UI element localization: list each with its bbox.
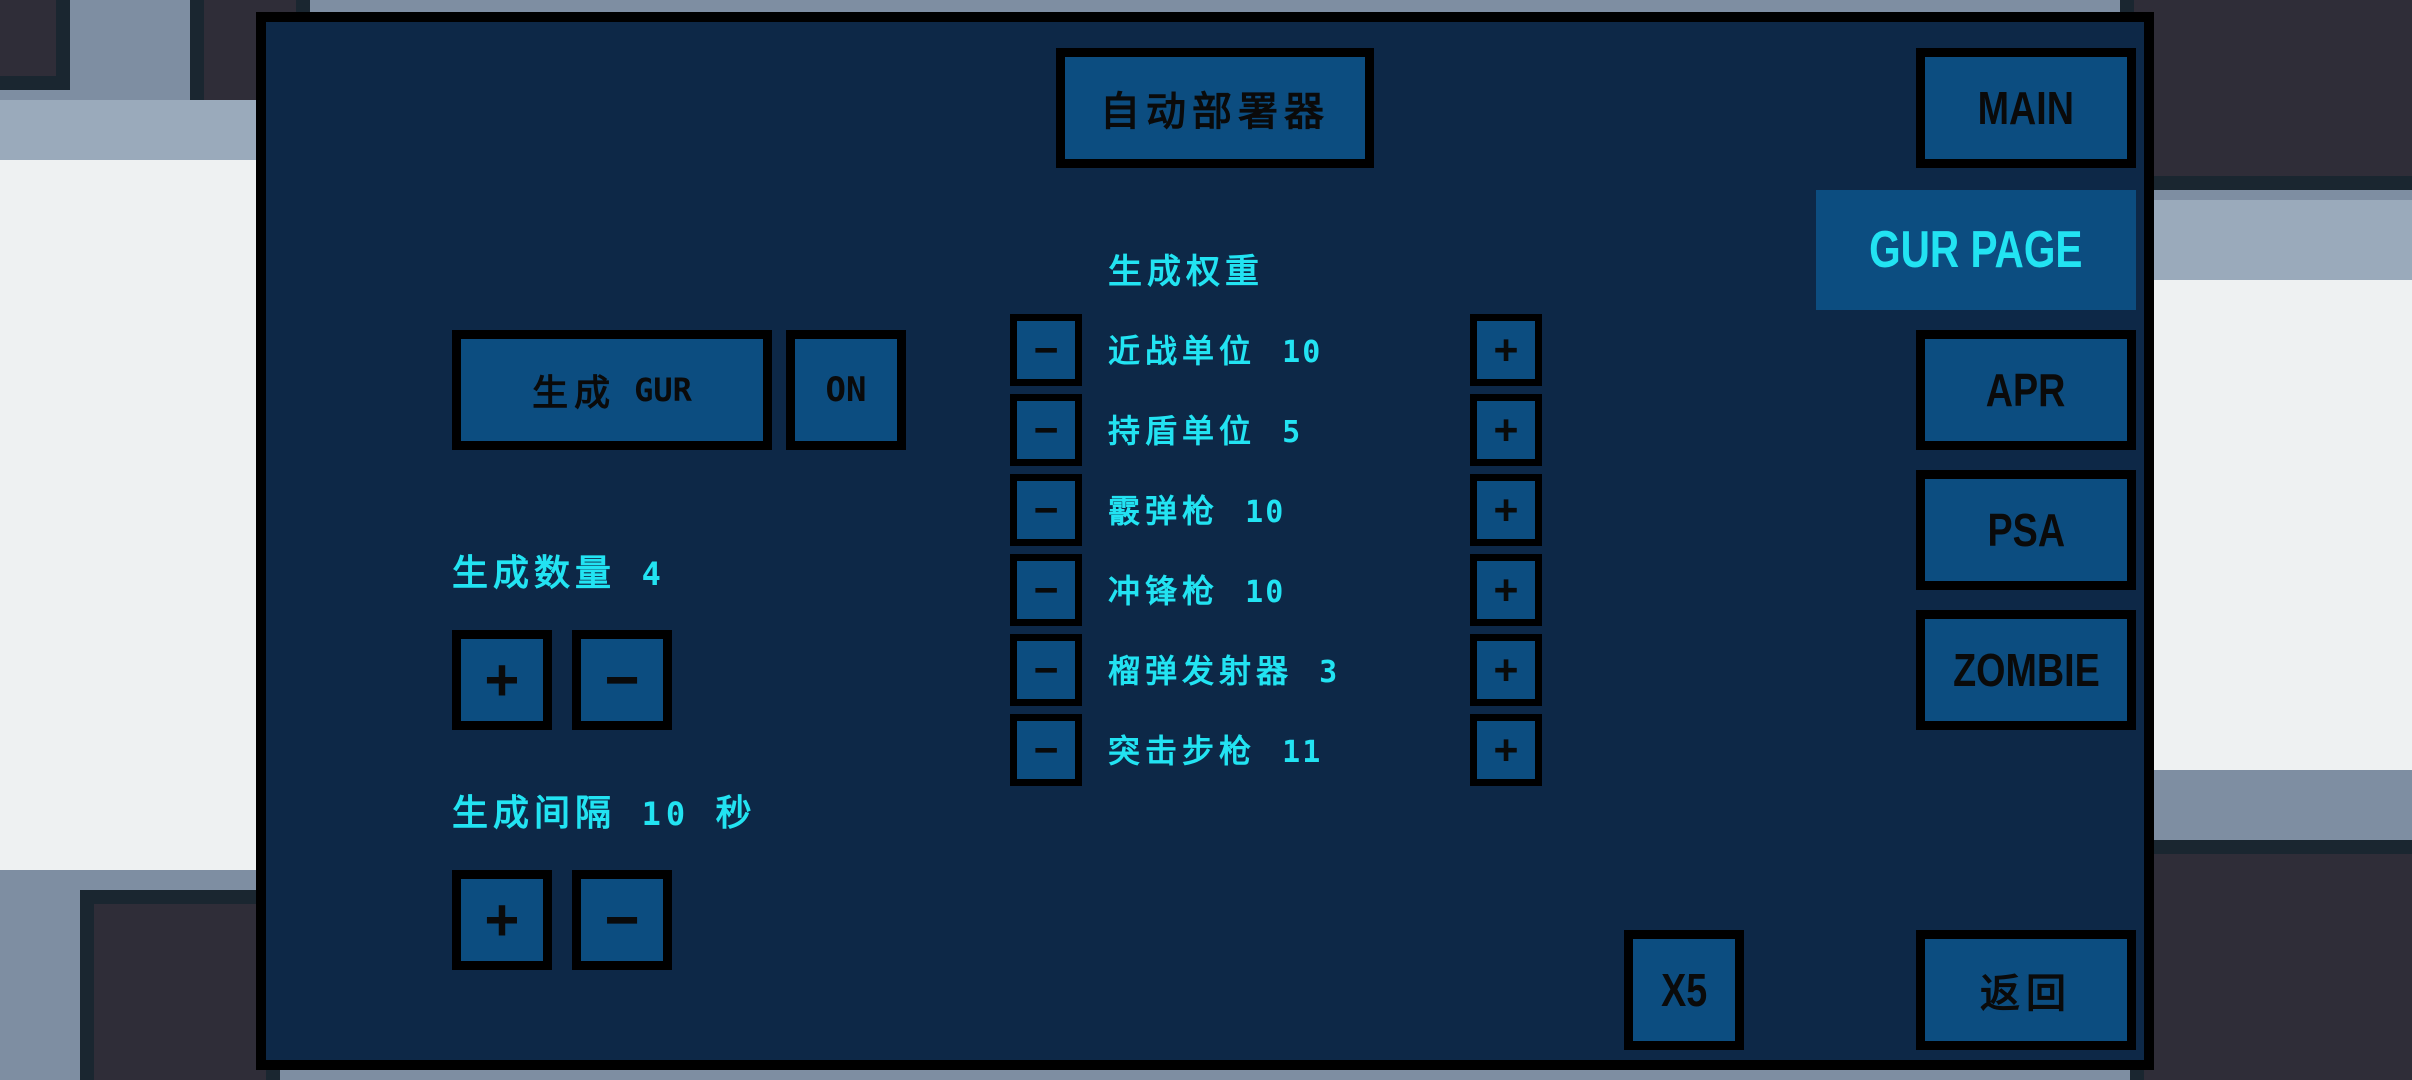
weight-value: 3 [1319,655,1340,690]
weight-value: 11 [1282,735,1323,770]
weight-row: 榴弹发射器 3 [1108,646,1339,692]
weight-name: 突击步枪 [1108,732,1257,770]
weight-minus-button[interactable]: − [1010,714,1082,786]
minus-icon: − [1033,407,1059,453]
background-block [2130,840,2412,1080]
plus-icon: + [1493,487,1519,533]
plus-icon: + [485,647,519,712]
weight-plus-button[interactable]: + [1470,314,1542,386]
spawn-interval-plus-button[interactable]: + [452,870,552,970]
weight-row: 持盾单位 5 [1108,406,1302,452]
weight-plus-button[interactable]: + [1470,634,1542,706]
spawn-gur-button[interactable]: 生成 GUR [452,330,772,450]
zombie-tab-label: ZOMBIE [1952,644,2100,696]
spawn-toggle-label: ON [825,370,867,410]
x5-label: X5 [1660,964,1708,1016]
title-box: 自动部署器 [1056,48,1374,168]
background-slab [0,100,260,160]
weight-minus-button[interactable]: − [1010,394,1082,466]
spawn-button-label: 生成 [532,373,617,414]
page-title: 自动部署器 [1100,89,1330,135]
weight-row: 冲锋枪 10 [1108,566,1285,612]
minus-icon: − [605,887,639,952]
weight-value: 5 [1282,415,1303,450]
spawn-interval-minus-button[interactable]: − [572,870,672,970]
plus-icon: + [1493,407,1519,453]
weight-name: 霰弹枪 [1108,492,1220,530]
gur-page-tab-button[interactable]: GUR PAGE [1816,190,2136,310]
background-block [0,0,70,90]
weight-value: 10 [1245,495,1286,530]
gur-page-tab-label: GUR PAGE [1869,221,2083,279]
weight-value: 10 [1282,335,1323,370]
weight-minus-button[interactable]: − [1010,634,1082,706]
weight-name: 榴弹发射器 [1108,652,1294,690]
spawn-interval-unit: 秒 [715,793,757,834]
plus-icon: + [1493,327,1519,373]
weight-plus-button[interactable]: + [1470,714,1542,786]
weight-value: 10 [1245,575,1286,610]
spawn-interval-label: 生成间隔 10 秒 [452,784,757,836]
weight-plus-button[interactable]: + [1470,554,1542,626]
minus-icon: − [1033,567,1059,613]
minus-icon: − [1033,647,1059,693]
psa-tab-label: PSA [1987,504,2065,556]
weight-minus-button[interactable]: − [1010,314,1082,386]
plus-icon: + [1493,647,1519,693]
apr-tab-button[interactable]: APR [1916,330,2136,450]
main-tab-button[interactable]: MAIN [1916,48,2136,168]
spawn-button-unit: GUR [634,371,692,409]
spawn-count-text: 生成数量 [452,553,617,594]
zombie-tab-button[interactable]: ZOMBIE [1916,610,2136,730]
background-floor [0,160,260,870]
weight-name: 近战单位 [1108,332,1257,370]
weight-row: 突击步枪 11 [1108,726,1322,772]
weight-name: 冲锋枪 [1108,572,1220,610]
minus-icon: − [1033,327,1059,373]
spawn-toggle-button[interactable]: ON [786,330,906,450]
spawn-count-plus-button[interactable]: + [452,630,552,730]
background-floor [2150,280,2412,770]
weight-row: 近战单位 10 [1108,326,1322,372]
spawn-interval-text: 生成间隔 [452,793,617,834]
psa-tab-button[interactable]: PSA [1916,470,2136,590]
spawn-count-minus-button[interactable]: − [572,630,672,730]
weight-minus-button[interactable]: − [1010,474,1082,546]
x5-button[interactable]: X5 [1624,930,1744,1050]
spawn-interval-value: 10 [641,795,691,833]
plus-icon: + [485,887,519,952]
back-label: 返回 [1980,971,2072,1017]
weight-name: 持盾单位 [1108,412,1257,450]
background-block [80,890,280,1080]
spawn-count-label: 生成数量 4 [452,544,666,596]
background-slab [2150,200,2412,280]
apr-tab-label: APR [1986,364,2066,416]
weights-title: 生成权重 [1108,252,1264,292]
weight-minus-button[interactable]: − [1010,554,1082,626]
spawn-count-value: 4 [641,555,666,593]
back-button[interactable]: 返回 [1916,930,2136,1050]
minus-icon: − [605,647,639,712]
minus-icon: − [1033,727,1059,773]
plus-icon: + [1493,567,1519,613]
weight-plus-button[interactable]: + [1470,394,1542,466]
background-block [2120,0,2412,190]
auto-deployer-panel: 自动部署器 MAIN GUR PAGE APR PSA ZOMBIE X5 返回… [256,12,2154,1070]
plus-icon: + [1493,727,1519,773]
main-tab-label: MAIN [1977,82,2075,134]
weight-plus-button[interactable]: + [1470,474,1542,546]
minus-icon: − [1033,487,1059,533]
weight-row: 霰弹枪 10 [1108,486,1285,532]
